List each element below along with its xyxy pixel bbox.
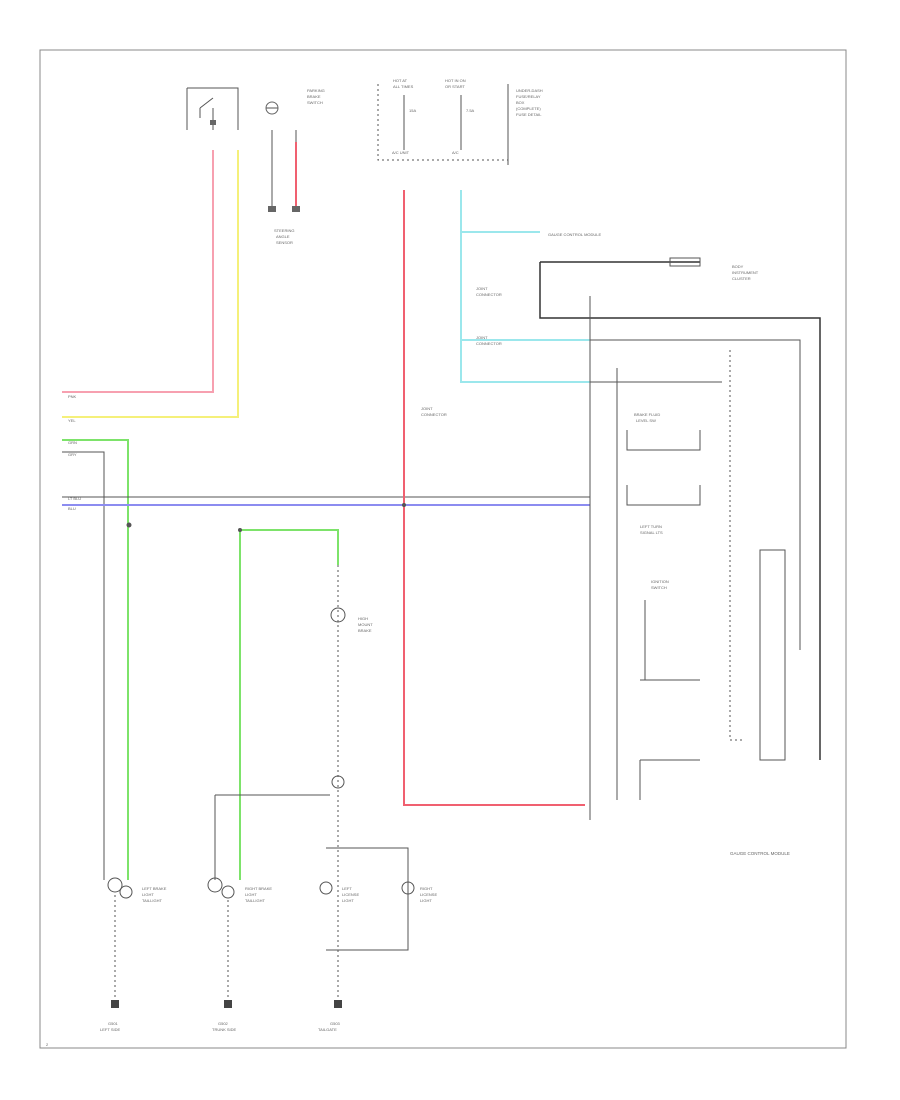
svg-text:SIGNAL LTS: SIGNAL LTS <box>640 530 663 535</box>
svg-text:HOT AT: HOT AT <box>393 78 408 83</box>
svg-text:MOUNT: MOUNT <box>358 622 373 627</box>
svg-text:LEFT: LEFT <box>342 886 352 891</box>
svg-text:CLUSTER: CLUSTER <box>732 276 751 281</box>
svg-text:JOINT: JOINT <box>421 406 433 411</box>
svg-text:TAILGATE: TAILGATE <box>318 1027 337 1032</box>
svg-text:HIGH: HIGH <box>358 616 368 621</box>
svg-text:LEFT BRAKE: LEFT BRAKE <box>142 886 167 891</box>
body-instrument-cluster: BODY INSTRUMENT CLUSTER <box>669 257 759 281</box>
svg-text:SWITCH: SWITCH <box>651 585 667 590</box>
svg-text:ANGLE: ANGLE <box>276 234 290 239</box>
svg-text:JOINT: JOINT <box>476 335 488 340</box>
wire-green-left <box>62 439 129 880</box>
right-lamp: RIGHT BRAKE LIGHT TAILLIGHT <box>207 877 272 1008</box>
wire-red-switch <box>62 150 214 393</box>
svg-text:INSTRUMENT: INSTRUMENT <box>732 270 759 275</box>
svg-text:PARKING: PARKING <box>307 88 325 93</box>
svg-text:YEL: YEL <box>68 418 76 423</box>
svg-text:BRAKE: BRAKE <box>307 94 321 99</box>
svg-text:SENSOR: SENSOR <box>276 240 293 245</box>
svg-text:LICENSE: LICENSE <box>420 892 437 897</box>
svg-text:G502: G502 <box>218 1021 229 1026</box>
svg-text:LT BLU: LT BLU <box>68 496 81 501</box>
wire-red-main <box>403 190 585 806</box>
svg-text:IGNITION: IGNITION <box>651 579 669 584</box>
module-label: GAUGE CONTROL MODULE <box>730 851 790 856</box>
svg-text:RIGHT: RIGHT <box>420 886 433 891</box>
svg-text:HOT IN ON: HOT IN ON <box>445 78 466 83</box>
svg-text:LIGHT: LIGHT <box>342 898 354 903</box>
svg-text:SWITCH: SWITCH <box>307 100 323 105</box>
svg-text:BODY: BODY <box>732 264 744 269</box>
page-ref: 2 <box>46 1042 49 1047</box>
svg-text:7.5A: 7.5A <box>466 108 475 113</box>
svg-text:TRUNK SIDE: TRUNK SIDE <box>212 1027 237 1032</box>
svg-text:CONNECTOR: CONNECTOR <box>476 341 502 346</box>
svg-text:JOINT: JOINT <box>476 286 488 291</box>
svg-text:LIGHT: LIGHT <box>245 892 257 897</box>
svg-text:15A: 15A <box>409 108 416 113</box>
svg-text:TAILLIGHT: TAILLIGHT <box>245 898 265 903</box>
svg-text:CONNECTOR: CONNECTOR <box>421 412 447 417</box>
parking-brake-switch: PARKING BRAKE SWITCH <box>186 87 325 130</box>
svg-text:FUSE/RELAY: FUSE/RELAY <box>516 94 541 99</box>
svg-text:G503: G503 <box>330 1021 341 1026</box>
svg-text:LICENSE: LICENSE <box>342 892 359 897</box>
svg-text:GAUGE CONTROL MODULE: GAUGE CONTROL MODULE <box>548 232 602 237</box>
svg-text:BOX: BOX <box>516 100 525 105</box>
svg-text:OR START: OR START <box>445 84 465 89</box>
svg-text:RIGHT BRAKE: RIGHT BRAKE <box>245 886 272 891</box>
svg-text:TAILLIGHT: TAILLIGHT <box>142 898 162 903</box>
svg-text:STEERING: STEERING <box>274 228 294 233</box>
svg-text:LIGHT: LIGHT <box>142 892 154 897</box>
left-lamp: LEFT BRAKE LIGHT TAILLIGHT <box>107 877 167 1008</box>
svg-text:CONNECTOR: CONNECTOR <box>476 292 502 297</box>
svg-text:LIGHT: LIGHT <box>420 898 432 903</box>
svg-text:BRAKE FLUID: BRAKE FLUID <box>634 412 660 417</box>
wire-cyan <box>460 190 590 383</box>
svg-text:ALL TIMES: ALL TIMES <box>393 84 414 89</box>
steering-angle-sensor: STEERING ANGLE SENSOR <box>265 101 297 245</box>
svg-text:BLU: BLU <box>68 506 76 511</box>
svg-text:PNK: PNK <box>68 394 77 399</box>
wire-yellow <box>62 150 239 418</box>
svg-text:GRN: GRN <box>68 440 77 445</box>
svg-text:G501: G501 <box>108 1021 119 1026</box>
svg-text:BRAKE: BRAKE <box>358 628 372 633</box>
svg-text:A/C: A/C <box>452 150 459 155</box>
svg-text:FUSE DETAIL: FUSE DETAIL <box>516 112 542 117</box>
diagram-border <box>39 49 847 1049</box>
svg-text:A/C UNIT: A/C UNIT <box>392 150 410 155</box>
svg-text:LEFT TURN: LEFT TURN <box>640 524 662 529</box>
svg-text:UNDER-DASH: UNDER-DASH <box>516 88 543 93</box>
svg-text:GRY: GRY <box>68 452 77 457</box>
svg-text:(COMPLETE): (COMPLETE) <box>516 106 541 111</box>
fuse-relay-box: HOT AT ALL TIMES HOT IN ON OR START UNDE… <box>377 78 543 165</box>
gauge-control-module: BRAKE FLUID LEVEL SW LEFT TURN SIGNAL LT… <box>626 350 790 856</box>
svg-text:LEFT SIDE: LEFT SIDE <box>100 1027 120 1032</box>
center-lamp: HIGH MOUNT BRAKE LEFT LICENSE LIGHT RIGH… <box>319 607 437 1008</box>
svg-text:LEVEL SW: LEVEL SW <box>636 418 656 423</box>
